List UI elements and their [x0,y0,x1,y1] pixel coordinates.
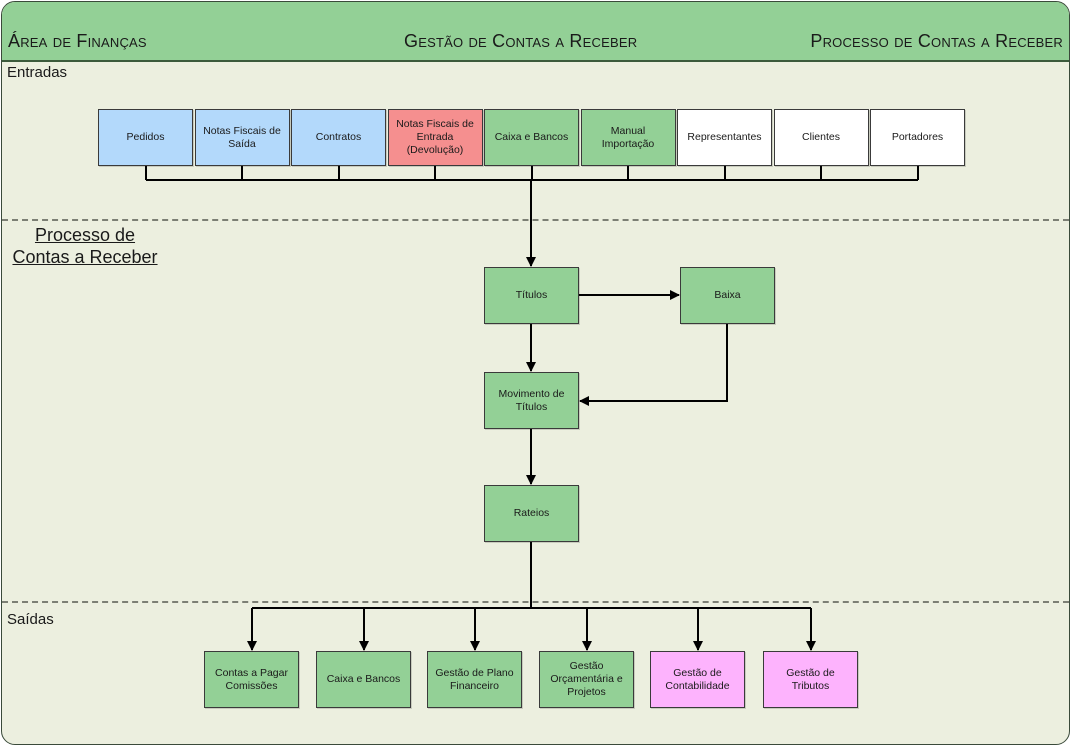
input-box-1: Pedidos [98,109,193,166]
input-box-3-label: Contratos [315,131,362,143]
process-section-label: Processo de Contas a Receber [8,224,162,268]
input-box-2: Notas Fiscais de Saída [194,109,290,166]
input-box-9: Portadores [870,109,965,166]
output-box-6-label: Gestão de Tributos [786,666,835,692]
input-box-8: Clientes [773,109,869,166]
input-box-6-label: Manual Importação [601,124,655,150]
movimento-box-label: Movimento de Títulos [498,387,565,413]
output-box-2: Caixa e Bancos [316,651,411,708]
movimento-box: Movimento de Títulos [484,372,579,429]
output-box-5-label: Gestão de Contabilidade [665,666,730,692]
output-box-1-label: Contas a Pagar Comissões [215,666,288,692]
input-box-4-label: Notas Fiscais de Entrada (Devolução) [396,118,474,156]
input-box-2-label: Notas Fiscais de Saída [203,124,281,150]
input-box-4: Notas Fiscais de Entrada (Devolução) [387,109,483,166]
rateios-box: Rateios [484,485,579,542]
header-bar: Área de Finanças Gestão de Contas a Rece… [2,2,1069,62]
output-box-4-label: Gestão Orçamentária e Projetos [550,660,623,698]
process-title: Processo de Contas a Receber [810,31,1063,51]
input-box-9-label: Portadores [891,131,944,143]
input-box-1-label: Pedidos [126,131,165,143]
input-box-8-label: Clientes [802,131,840,143]
process-label-line2: Contas a Receber [12,247,158,267]
inputs-section-label: Entradas [7,64,68,81]
input-box-5: Caixa e Bancos [484,109,579,166]
inputs-divider [2,219,1069,221]
output-box-1: Contas a Pagar Comissões [204,651,299,708]
process-label-line1: Processo de [34,225,136,245]
output-box-2-label: Caixa e Bancos [326,673,401,685]
area-title: Área de Finanças [8,31,147,51]
titulos-box-label: Títulos [515,289,548,301]
output-box-6: Gestão de Tributos [763,651,858,708]
outputs-section-label: Saídas [7,611,54,628]
input-box-6: Manual Importação [580,109,676,166]
input-box-7-label: Representantes [687,131,762,143]
input-box-3: Contratos [291,109,386,166]
input-box-7: Representantes [677,109,772,166]
outputs-divider [2,601,1069,603]
output-box-4: Gestão Orçamentária e Projetos [539,651,634,708]
baixa-box: Baixa [680,267,775,324]
management-title: Gestão de Contas a Receber [404,31,638,51]
output-box-5: Gestão de Contabilidade [650,651,745,708]
titulos-box: Títulos [484,267,579,324]
input-box-5-label: Caixa e Bancos [494,131,569,143]
rateios-box-label: Rateios [513,507,550,519]
output-box-3: Gestão de Plano Financeiro [427,651,522,708]
baixa-box-label: Baixa [714,289,741,301]
output-box-3-label: Gestão de Plano Financeiro [435,666,514,692]
